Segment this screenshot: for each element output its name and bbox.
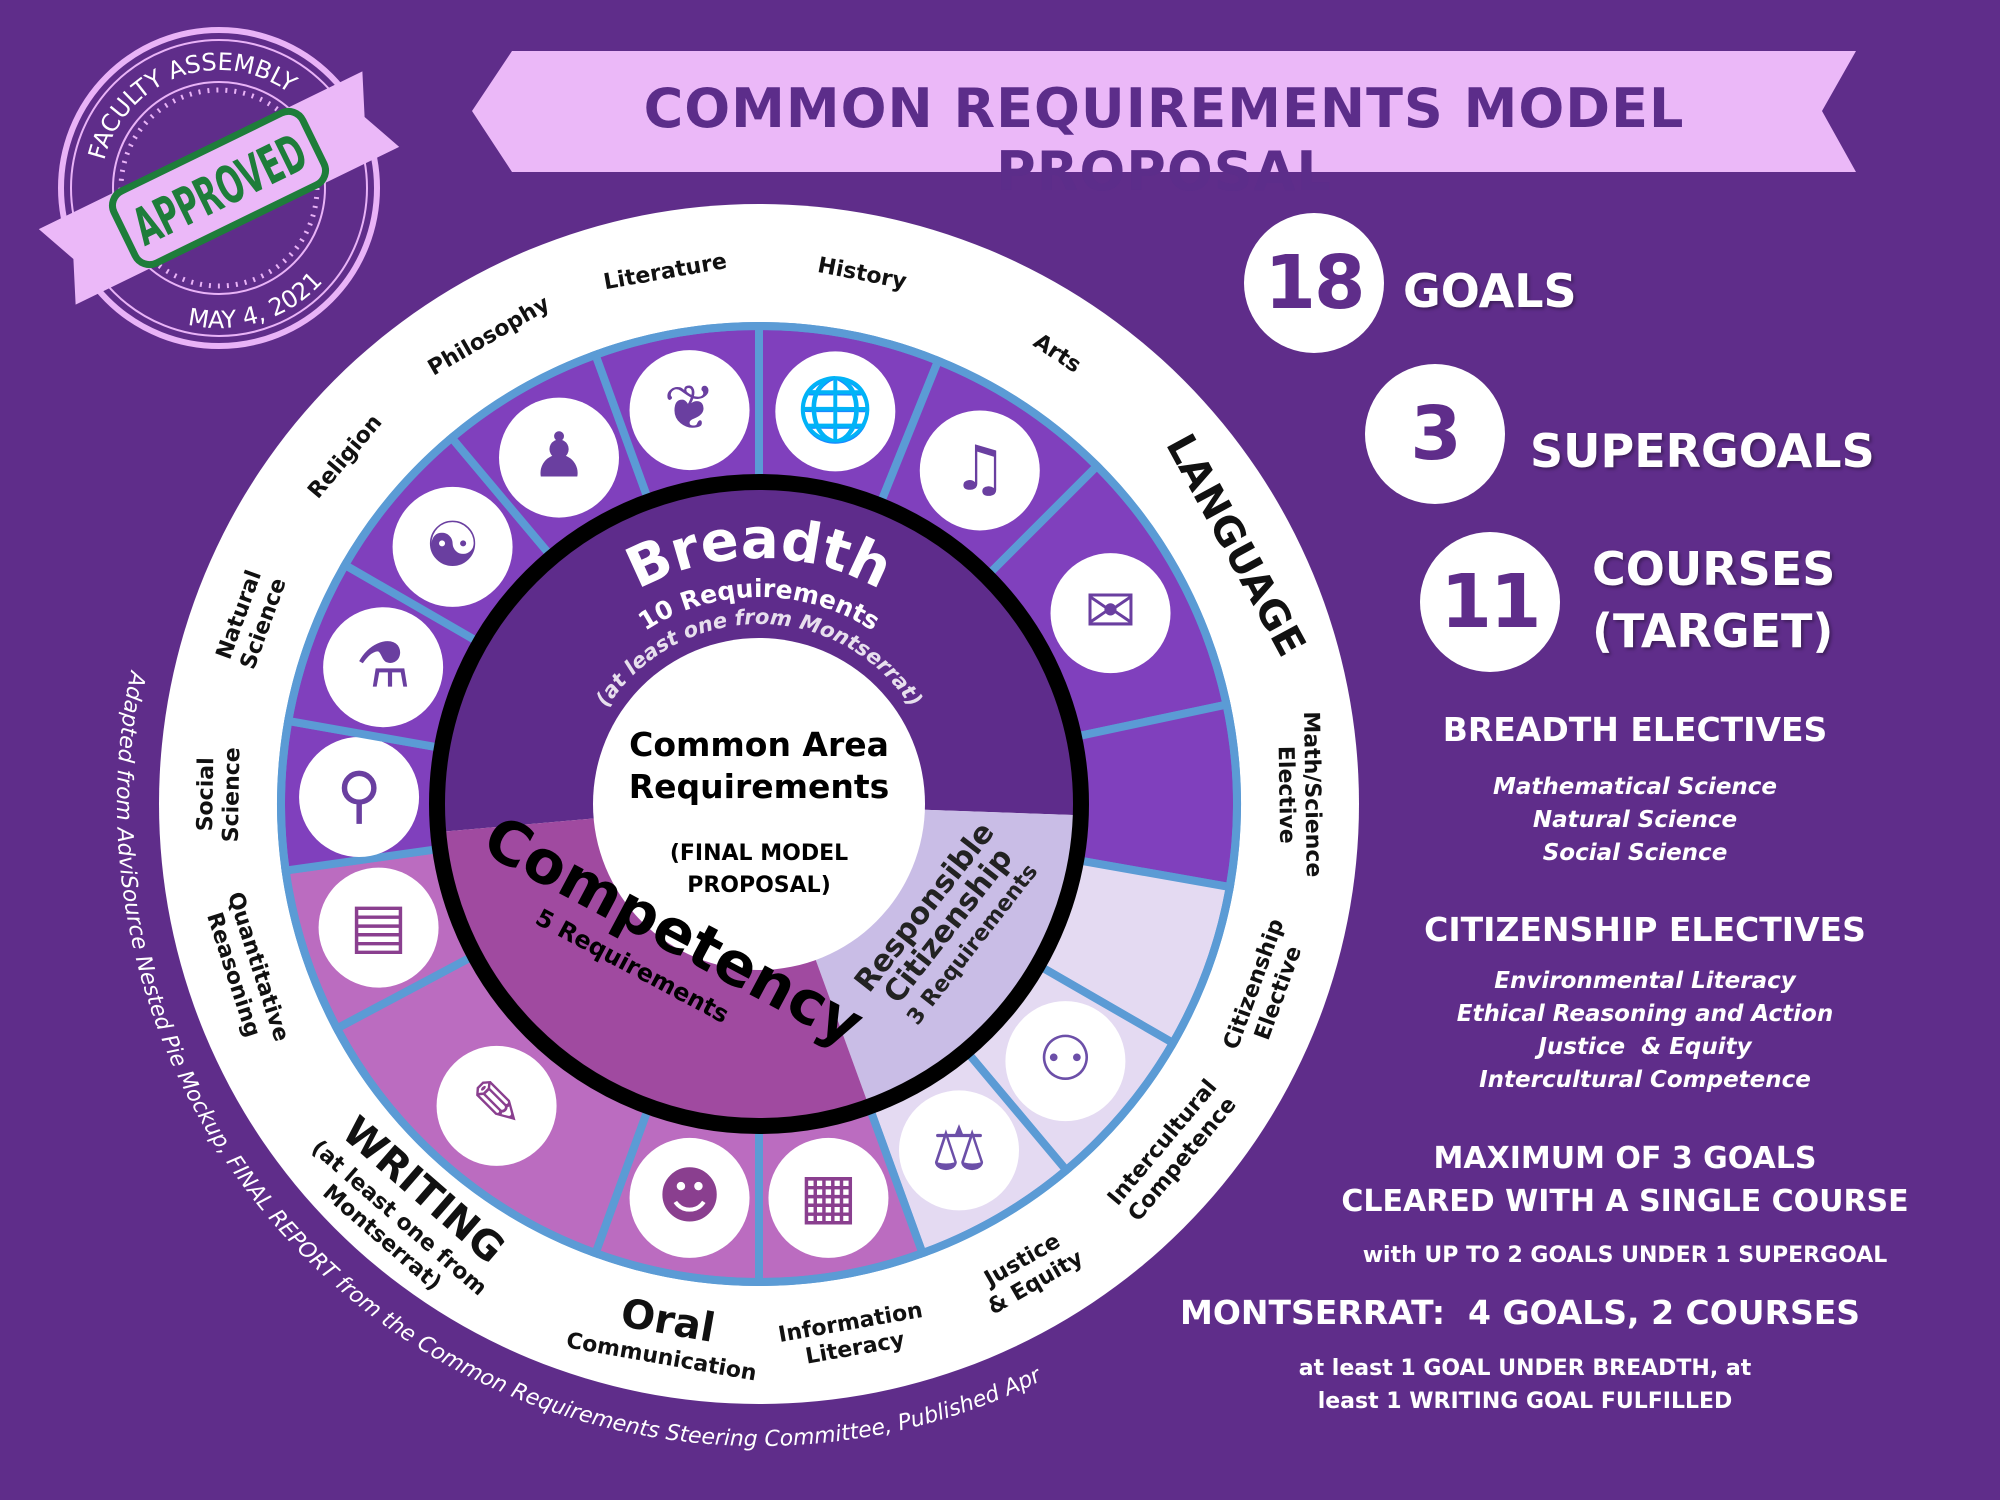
center-title-line: Requirements: [629, 767, 890, 806]
breadth-electives: BREADTH ELECTIVES Mathematical Science N…: [1330, 710, 1940, 870]
icon-circle: [629, 1137, 750, 1258]
icon-circle: [299, 737, 420, 858]
globe-books-icon: 🌐: [797, 372, 874, 445]
icon-circle: [629, 350, 750, 471]
writing-document-icon: ✎: [471, 1067, 523, 1140]
icon-circle: [392, 486, 513, 607]
religious-symbols-icon: ☯: [425, 508, 481, 581]
max-goals-line: MAXIMUM OF 3 GOALS: [1433, 1141, 1817, 1176]
citizenship-elective-item: Intercultural Competence: [1479, 1067, 1811, 1093]
theater-masks-icon: ♫: [952, 432, 1008, 505]
center-circle: [593, 638, 925, 970]
max-goals-line: CLEARED WITH A SINGLE COURSE: [1341, 1184, 1909, 1219]
page-title: COMMON REQUIREMENTS MODEL PROPOSAL: [643, 77, 1685, 203]
center-sub-line: PROPOSAL): [687, 873, 831, 898]
lab-plants-icon: ⚗: [355, 628, 411, 701]
montserrat-sub: at least 1 GOAL UNDER BREADTH, at least …: [1225, 1352, 1825, 1418]
citizenship-elective-item: Ethical Reasoning and Action: [1456, 1001, 1834, 1027]
courses-label-line: COURSES: [1592, 542, 1836, 596]
segment-fill: [1069, 699, 1241, 892]
supergoals-count-circle: 3: [1365, 364, 1505, 504]
stamp-ring: [70, 39, 368, 337]
center-title-line: Common Area: [629, 725, 889, 764]
stamp-outer-ring: [58, 27, 380, 349]
icon-circle: [1050, 553, 1171, 674]
supergoals-count: 3: [1410, 391, 1461, 477]
banner-shape: [472, 51, 1856, 172]
segment-literature: ❦Literature: [590, 249, 763, 507]
thinker-statue-icon: ♟: [531, 419, 587, 492]
supergoals-label: SUPERGOALS: [1530, 424, 1875, 478]
segment-label-line: Math/Science: [1298, 711, 1326, 877]
balance-people-icon: ⚖: [931, 1112, 987, 1185]
icon-circle: [775, 351, 896, 472]
montserrat-sub-line: least 1 WRITING GOAL FULFILLED: [1317, 1389, 1733, 1414]
black-ring: [429, 474, 1089, 1134]
open-book-icon: ❦: [664, 371, 716, 444]
stamp-inner-ring: [112, 81, 326, 295]
icon-circle: [318, 867, 439, 988]
icon-circle: [323, 607, 444, 728]
montserrat-heading: MONTSERRAT: 4 GOALS, 2 COURSES: [1180, 1293, 1861, 1332]
max-goals-sub: with UP TO 2 GOALS UNDER 1 SUPERGOAL: [1362, 1243, 1888, 1268]
courses-count-circle: 11: [1420, 532, 1560, 672]
center-sub-line: (FINAL MODEL: [670, 841, 848, 866]
breadth-elective-item: Social Science: [1542, 840, 1728, 866]
blue-ring: [277, 322, 1241, 1286]
icon-circle: [1005, 1001, 1126, 1122]
courses-label-line: (TARGET): [1592, 604, 1834, 658]
goals-count: 18: [1264, 240, 1366, 326]
breadth-elective-item: Mathematical Science: [1492, 774, 1778, 800]
title-banner: COMMON REQUIREMENTS MODEL PROPOSAL: [472, 51, 1856, 203]
icon-circle: [899, 1090, 1019, 1211]
segment-label-line: Science: [219, 747, 246, 842]
icon-circle: [919, 410, 1040, 531]
people-globe-icon: ⚇: [1038, 1022, 1094, 1095]
breadth-electives-heading: BREADTH ELECTIVES: [1442, 710, 1828, 749]
icon-circle: [499, 397, 619, 518]
montserrat-rule: MONTSERRAT: 4 GOALS, 2 COURSES: [1180, 1293, 1861, 1332]
calculator-compass-icon: ▤: [349, 889, 408, 962]
citizenship-elective-item: Environmental Literacy: [1494, 968, 1796, 994]
chart-magnifier-icon: ▦: [799, 1159, 858, 1232]
courses-label: COURSES (TARGET): [1592, 538, 1835, 662]
montserrat-sub-line: at least 1 GOAL UNDER BREADTH, at: [1298, 1356, 1752, 1381]
world-languages-icon: ✉: [1085, 574, 1137, 647]
approved-border: [108, 107, 330, 269]
network-magnifier-icon: ⚲: [336, 758, 381, 831]
segment-label-line: Social: [193, 757, 219, 831]
citizenship-electives: CITIZENSHIP ELECTIVES Environmental Lite…: [1340, 910, 1950, 1097]
segment-label-line: Elective: [1273, 746, 1300, 844]
icon-circle: [436, 1045, 557, 1166]
goals-count-circle: 18: [1244, 213, 1384, 353]
breadth-elective-item: Natural Science: [1532, 807, 1738, 833]
icon-circle: [768, 1137, 889, 1258]
citizenship-elective-item: Justice & Equity: [1538, 1034, 1752, 1060]
goals-label: GOALS: [1403, 264, 1577, 318]
citizenship-electives-heading: CITIZENSHIP ELECTIVES: [1424, 910, 1866, 949]
audience-speaker-icon: ☻: [657, 1159, 722, 1232]
segment-history: 🌐History: [755, 253, 944, 511]
max-goals-rule: MAXIMUM OF 3 GOALS CLEARED WITH A SINGLE…: [1320, 1137, 1930, 1268]
courses-count: 11: [1440, 559, 1542, 645]
